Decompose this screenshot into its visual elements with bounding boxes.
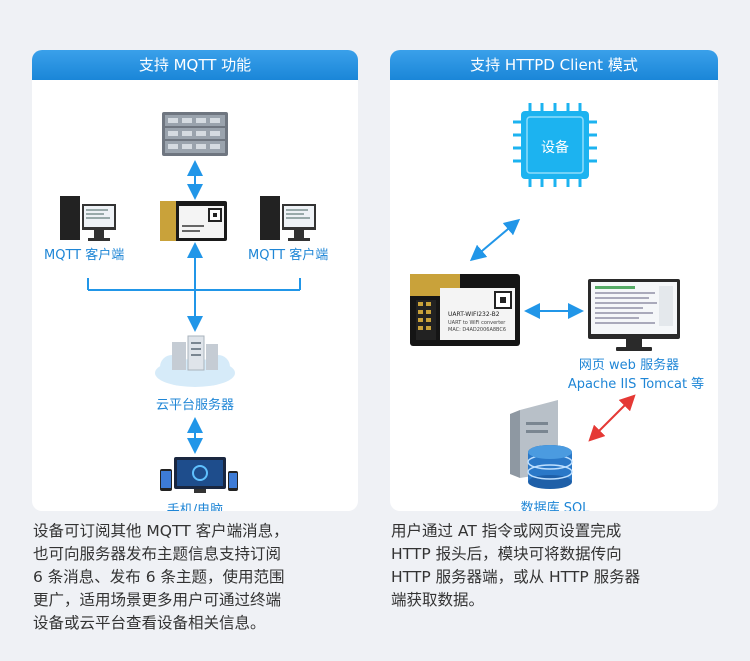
mqtt-desc-line: 更广，适用场景更多用户可通过终端 xyxy=(33,591,282,609)
mqtt-desc-line: 6 条消息、发布 6 条主题，使用范围 xyxy=(33,568,285,586)
webserver-label-2: Apache IIS Tomcat 等 xyxy=(567,377,705,392)
webserver-label-1: 网页 web 服务器 xyxy=(578,358,680,373)
mqtt-desc-line: 设备或云平台查看设备相关信息。 xyxy=(33,614,266,632)
mqtt-description: 设备可订阅其他 MQTT 客户端消息， 也可向服务器发布主题信息支持订阅 6 条… xyxy=(33,520,289,635)
phone-computer-icon xyxy=(160,457,238,493)
mqtt-panel-title: 支持 MQTT 功能 xyxy=(32,50,358,80)
httpd-desc-line: HTTP 服务器端，或从 HTTP 服务器 xyxy=(391,568,641,586)
mqtt-desc-line: 也可向服务器发布主题信息支持订阅 xyxy=(33,545,282,563)
module-text-line3: MAC: D4AD2006A8BC6 xyxy=(448,327,506,333)
mqtt-diagram-graphics xyxy=(60,112,316,493)
chip-icon xyxy=(513,103,597,187)
cloud-server-label: 云平台服务器 xyxy=(155,398,234,413)
httpd-description: 用户通过 AT 指令或网页设置完成 HTTP 报头后，模块可将数据传向 HTTP… xyxy=(391,520,640,612)
module-text-line2: UART to WiFi converter xyxy=(448,320,506,326)
server-rack-icon xyxy=(162,112,228,156)
computer-right-icon xyxy=(260,196,316,241)
httpd-desc-line: 用户通过 AT 指令或网页设置完成 xyxy=(391,522,622,540)
mqtt-diagram: MQTT 客户端 MQTT 客户端 云平台服务器 手机/电脑 xyxy=(32,80,358,511)
httpd-desc-line: 端获取数据。 xyxy=(391,591,485,609)
database-icon xyxy=(510,400,573,489)
httpd-panel: 支持 HTTPD Client 模式 xyxy=(390,50,718,511)
cloud-server-icon xyxy=(155,335,235,387)
database-label: 数据库 SQL xyxy=(520,501,590,511)
mqtt-desc-line: 设备可订阅其他 MQTT 客户端消息， xyxy=(33,522,289,540)
httpd-desc-line: HTTP 报头后，模块可将数据传向 xyxy=(391,545,622,563)
device-label: 设备 xyxy=(541,140,569,156)
httpd-diagram: UART-WIFI232-B2 UART to WiFi converter M… xyxy=(390,80,718,511)
httpd-diagram-graphics: UART-WIFI232-B2 UART to WiFi converter M… xyxy=(410,103,680,489)
web-server-monitor-icon xyxy=(588,279,680,351)
mqtt-client-right-label: MQTT 客户端 xyxy=(248,248,329,263)
phone-pc-label: 手机/电脑 xyxy=(166,503,224,511)
module-text-line1: UART-WIFI232-B2 xyxy=(448,311,500,318)
wifi-module-icon xyxy=(160,201,227,241)
mqtt-client-left-label: MQTT 客户端 xyxy=(44,248,125,263)
httpd-panel-title: 支持 HTTPD Client 模式 xyxy=(390,50,718,80)
wifi-module-large-icon: UART-WIFI232-B2 UART to WiFi converter M… xyxy=(410,274,520,346)
mqtt-panel: 支持 MQTT 功能 xyxy=(32,50,358,511)
computer-left-icon xyxy=(60,196,116,241)
